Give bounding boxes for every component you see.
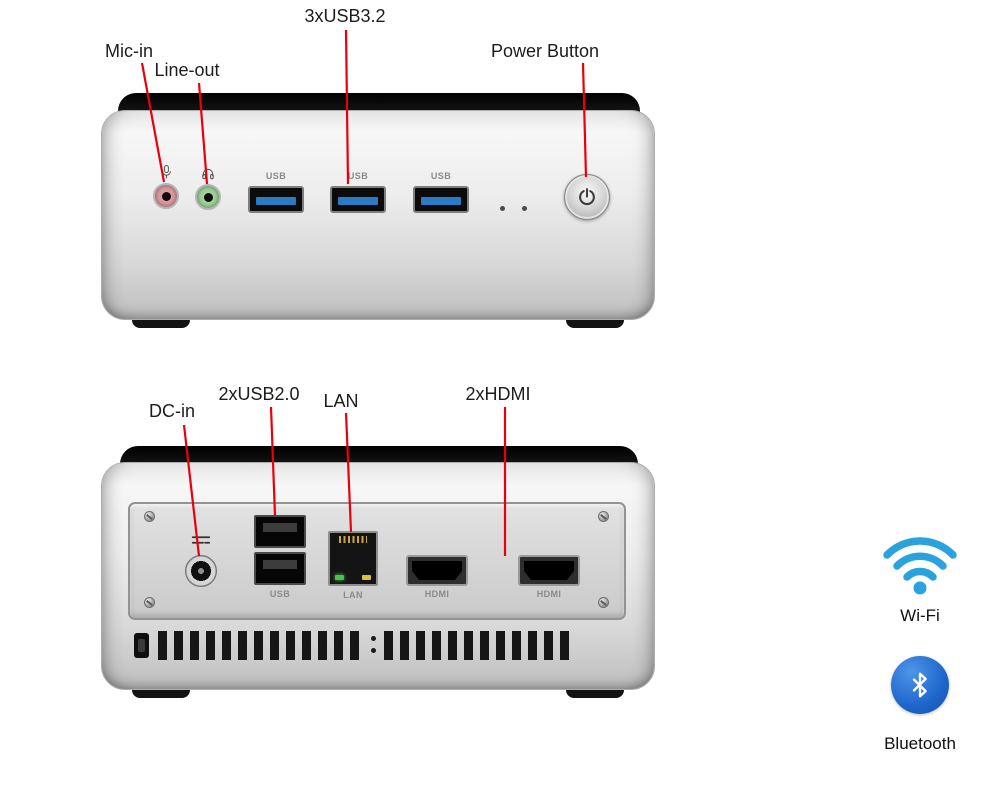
lan-port-label: LAN xyxy=(343,590,363,600)
status-led-hole xyxy=(500,206,505,211)
bluetooth-rune xyxy=(912,672,927,698)
screw xyxy=(144,511,155,522)
usb-port-label: USB xyxy=(269,589,291,599)
hdmi-opening xyxy=(412,561,462,580)
callout-hdmi: 2xHDMI xyxy=(465,384,531,404)
screw xyxy=(598,511,609,522)
usb-port-label: USB xyxy=(430,171,452,181)
wifi-icon xyxy=(883,537,957,595)
jack-hole xyxy=(203,192,213,202)
usb-tab xyxy=(256,197,296,205)
hdmi-port-1 xyxy=(406,555,468,586)
vent-hole xyxy=(371,636,376,641)
bluetooth-label: Bluetooth xyxy=(884,734,956,753)
hdmi-opening xyxy=(524,561,574,580)
callout-power-button: Power Button xyxy=(490,41,600,61)
line-out-jack xyxy=(195,184,221,210)
callout-usb2: 2xUSB2.0 xyxy=(218,384,300,404)
dc-symbol-icon xyxy=(191,536,211,544)
usb-port-label: USB xyxy=(265,171,287,181)
mic-in-jack xyxy=(153,183,179,209)
screw xyxy=(144,597,155,608)
wifi-label: Wi-Fi xyxy=(900,606,940,625)
front-body xyxy=(101,110,655,320)
callout-dc-in: DC-in xyxy=(148,401,196,421)
hdmi-port-label: HDMI xyxy=(424,589,450,599)
usb-tab xyxy=(263,560,297,569)
callout-line-out: Line-out xyxy=(154,60,220,80)
callout-usb3: 3xUSB3.2 xyxy=(304,6,386,26)
hdmi-port-label: HDMI xyxy=(536,589,562,599)
vent-slots-left xyxy=(158,631,364,660)
usb3-port-1 xyxy=(248,186,304,213)
vent-hole xyxy=(371,648,376,653)
screw xyxy=(598,597,609,608)
vent-slots-right xyxy=(384,631,574,660)
dc-in-jack xyxy=(185,555,217,587)
kensington-lock-slot xyxy=(134,633,149,658)
callout-mic-in: Mic-in xyxy=(105,41,153,61)
usb-tab xyxy=(263,523,297,532)
callout-lan: LAN xyxy=(323,391,359,411)
status-led-hole xyxy=(522,206,527,211)
lan-port xyxy=(328,531,378,586)
jack-hole xyxy=(161,191,171,201)
lan-led-green xyxy=(335,575,344,580)
lan-led-amber xyxy=(362,575,371,580)
usb-tab xyxy=(338,197,378,205)
usb3-port-2 xyxy=(330,186,386,213)
headphones-icon xyxy=(202,168,214,180)
mic-icon xyxy=(162,165,171,179)
power-icon xyxy=(579,188,595,206)
usb2-port-1 xyxy=(254,515,306,548)
hdmi-port-2 xyxy=(518,555,580,586)
usb3-port-3 xyxy=(413,186,469,213)
usb2-port-2 xyxy=(254,552,306,585)
bluetooth-icon xyxy=(891,656,949,714)
lan-pins xyxy=(339,536,367,543)
usb-tab xyxy=(421,197,461,205)
usb-port-label: USB xyxy=(347,171,369,181)
power-button xyxy=(564,174,610,220)
